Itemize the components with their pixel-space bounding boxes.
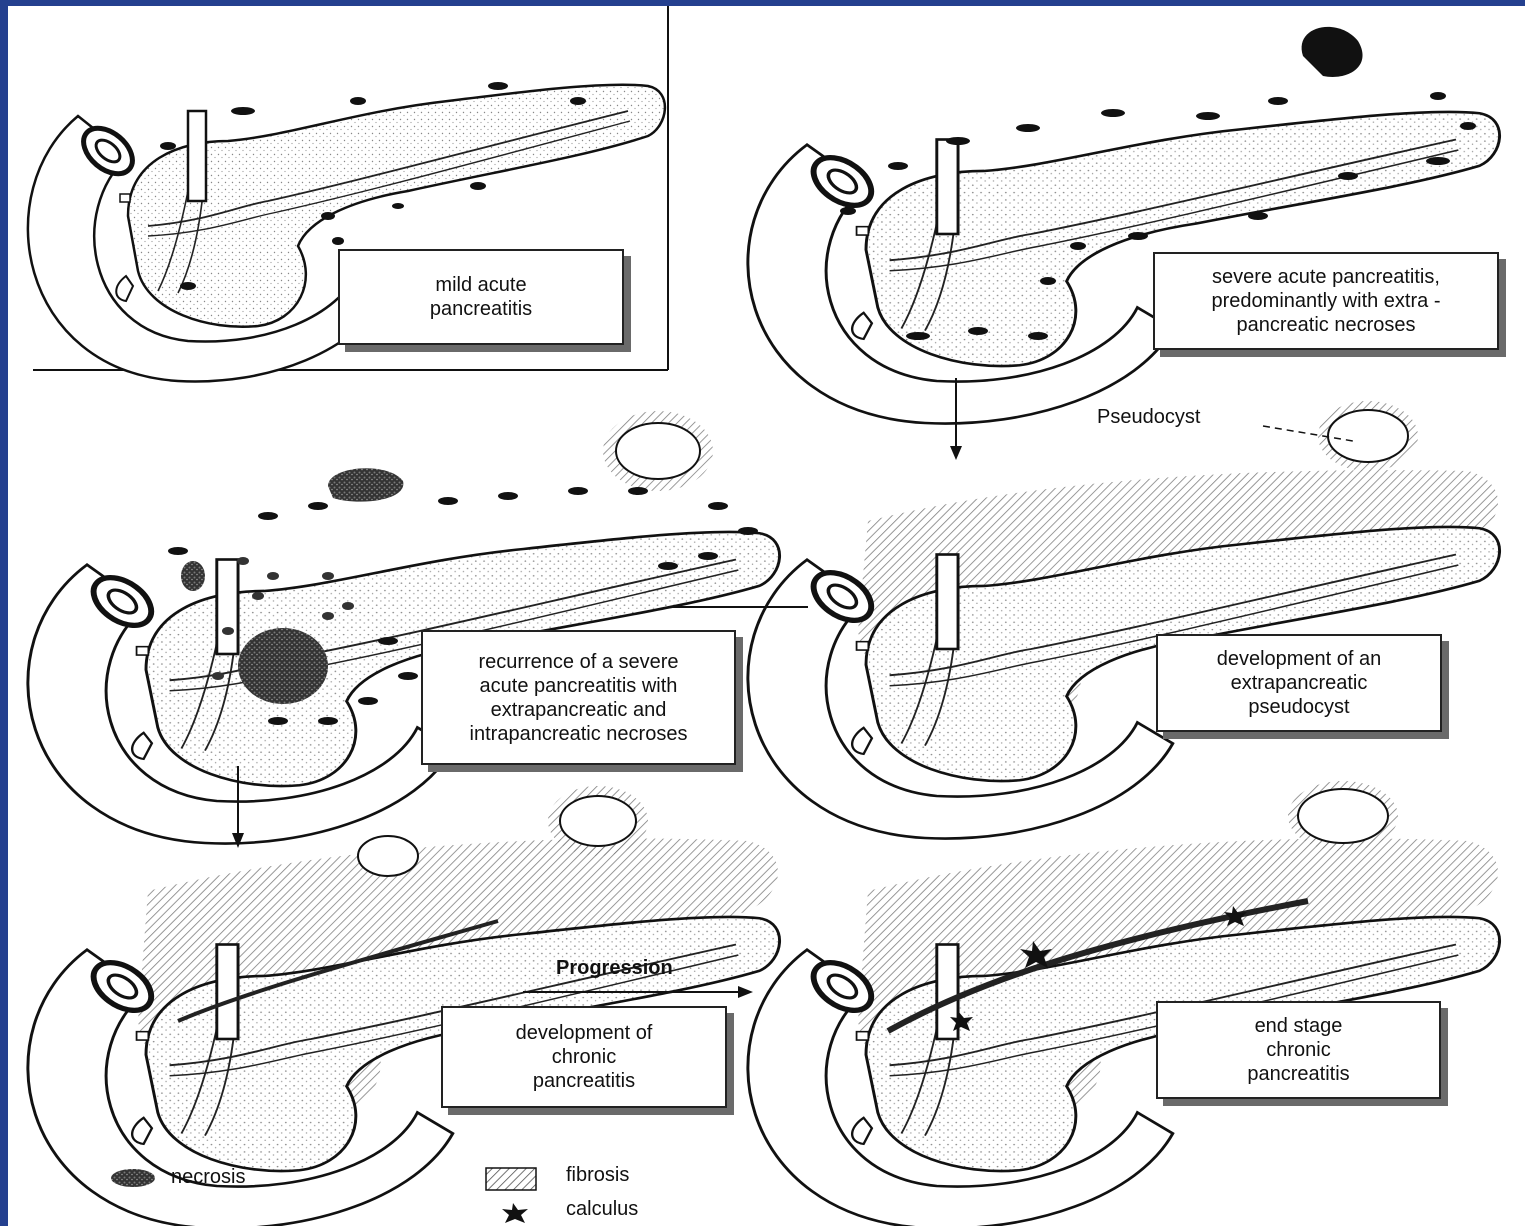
pancreas-severe bbox=[748, 27, 1500, 424]
pseudocyst-label: Pseudocyst bbox=[1097, 406, 1200, 429]
caption-chronic-dev: development of chronic pancreatitis bbox=[441, 1006, 727, 1108]
pancreas-recurrence bbox=[28, 411, 780, 843]
legend-fibrosis: fibrosis bbox=[566, 1164, 629, 1187]
progression-label: Progression bbox=[556, 957, 673, 980]
legend-calculus-swatch bbox=[502, 1203, 528, 1223]
diagram-frame: mild acute pancreatitis severe acute pan… bbox=[8, 6, 1525, 1226]
legend-calculus: calculus bbox=[566, 1198, 638, 1221]
caption-severe: severe acute pancreatitis, predominantly… bbox=[1153, 252, 1499, 350]
legend-necrosis-swatch bbox=[111, 1169, 155, 1187]
caption-pseudocyst-dev: development of an extrapancreatic pseudo… bbox=[1156, 634, 1442, 732]
legend-fibrosis-swatch bbox=[486, 1168, 536, 1190]
pancreas-pseudocyst bbox=[748, 401, 1500, 838]
caption-end-stage: end stage chronic pancreatitis bbox=[1156, 1001, 1441, 1099]
caption-recurrence: recurrence of a severe acute pancreatiti… bbox=[421, 630, 736, 765]
caption-mild: mild acute pancreatitis bbox=[338, 249, 624, 345]
legend-necrosis: necrosis bbox=[171, 1166, 245, 1189]
